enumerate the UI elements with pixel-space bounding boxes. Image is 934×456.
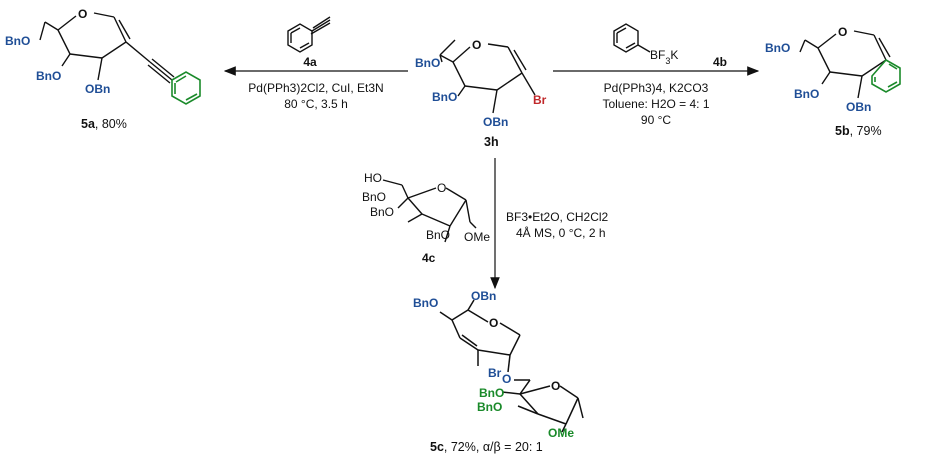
reagent-4b-label: BF3K <box>650 48 678 66</box>
right-conditions-3: 90 °C <box>641 113 671 127</box>
ring-oxygen: O <box>472 38 481 52</box>
obn-label: OBn <box>846 100 871 114</box>
bno-label-2: BnO <box>370 205 394 219</box>
obn-label: OBn <box>85 82 110 96</box>
compound-3h: BnO BnO OBn O Br 3h <box>415 38 547 149</box>
bno-left-label: BnO <box>432 90 457 104</box>
bno-label-1: BnO <box>362 190 386 204</box>
compound-5c: BnO OBn Br O O BnO BnO OMe O 5c, 72%, α/… <box>413 289 584 454</box>
compound-5b: BnO BnO OBn O 5b, 79% <box>765 25 901 138</box>
glycosidic-oxygen: O <box>502 372 511 386</box>
ome-label: OMe <box>464 230 490 244</box>
ring-oxygen: O <box>838 25 847 39</box>
bno-green-label-1: BnO <box>479 386 504 400</box>
reagent-4b <box>613 23 651 53</box>
bromine-label: Br <box>533 93 547 107</box>
compound-id-3h: 3h <box>484 135 499 149</box>
ring-oxygen: O <box>437 181 446 195</box>
compound-5a: BnO BnO OBn O 5a, 80% <box>5 7 201 131</box>
reagent-id-4a: 4a <box>303 55 317 69</box>
right-conditions-1: Pd(PPh3)4, K2CO3 <box>604 81 709 95</box>
product-5a-caption: 5a, 80% <box>81 117 127 131</box>
bno-top-label: BnO <box>765 41 790 55</box>
bno-label: BnO <box>413 296 438 310</box>
bno-left-label: BnO <box>794 87 819 101</box>
ring-oxygen-2: O <box>551 379 560 393</box>
bno-label-3: BnO <box>426 228 450 242</box>
reagent-id-4c: 4c <box>422 251 436 265</box>
bno-green-label-2: BnO <box>477 400 502 414</box>
bno-top-label: BnO <box>415 56 440 70</box>
left-conditions-2: 80 °C, 3.5 h <box>284 97 348 111</box>
product-5b-caption: 5b, 79% <box>835 124 882 138</box>
ring-oxygen-1: O <box>489 316 498 330</box>
left-conditions-1: Pd(PPh3)2Cl2, CuI, Et3N <box>248 81 383 95</box>
obn-label: OBn <box>471 289 496 303</box>
reagent-id-4b: 4b <box>713 55 727 69</box>
bno-left-label: BnO <box>36 69 61 83</box>
reagent-4a <box>287 16 331 53</box>
reagent-4c: HO BnO BnO BnO OMe O 4c <box>362 171 490 265</box>
product-5c-caption: 5c, 72%, α/β = 20: 1 <box>430 440 543 454</box>
obn-label: OBn <box>483 115 508 129</box>
ring-oxygen: O <box>78 7 87 21</box>
bno-top-label: BnO <box>5 34 30 48</box>
right-conditions-2: Toluene: H2O = 4: 1 <box>602 97 709 111</box>
ome-label: OMe <box>548 426 574 440</box>
ho-label: HO <box>364 171 382 185</box>
bromine-label: Br <box>488 366 502 380</box>
down-conditions-1: BF3•Et2O, CH2Cl2 <box>506 210 609 224</box>
down-conditions-2: 4Å MS, 0 °C, 2 h <box>516 225 606 240</box>
